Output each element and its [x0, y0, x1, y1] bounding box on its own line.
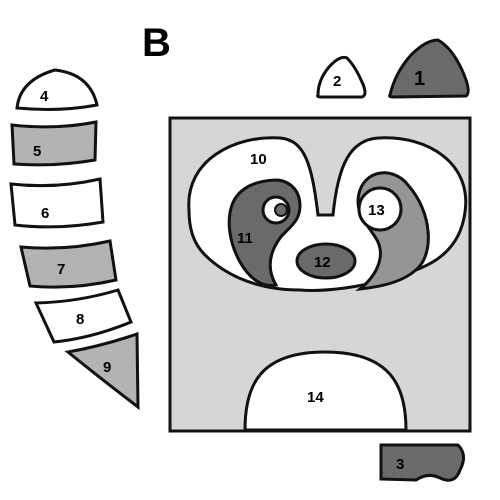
piece-3-label: 3	[396, 456, 404, 473]
piece-9-tail-base	[64, 331, 140, 411]
piece-2-ear-small	[316, 55, 367, 99]
panel-letter: B	[142, 21, 171, 65]
piece-6-tail-band	[9, 177, 105, 229]
piece-8-label: 8	[76, 311, 84, 328]
piece-12-label: 12	[314, 254, 331, 271]
piece-2-label: 2	[333, 73, 341, 90]
piece-4-label: 4	[40, 88, 49, 105]
piece-8-tail-band	[33, 288, 133, 344]
piece-12-nose	[295, 242, 357, 280]
piece-1-ear-large	[388, 38, 470, 99]
piece-9-label: 9	[103, 359, 111, 376]
piece-7-label: 7	[57, 261, 65, 278]
piece-13-label: 13	[368, 202, 385, 219]
piece-7-tail-band	[19, 239, 118, 289]
piece-3-bottom	[379, 443, 465, 482]
piece-13-eye	[357, 186, 403, 232]
piece-6-label: 6	[41, 205, 49, 222]
piece-14-label: 14	[307, 389, 324, 406]
piece-14-chin	[243, 350, 408, 432]
piece-1-label: 1	[414, 68, 425, 90]
left-pupil-icon	[274, 203, 288, 217]
piece-5-label: 5	[33, 143, 41, 160]
piece-10-label: 10	[250, 151, 267, 168]
piece-11-label: 11	[237, 230, 253, 247]
piece-5-tail-band	[10, 120, 98, 167]
piece-4-tail-tip	[15, 68, 99, 111]
